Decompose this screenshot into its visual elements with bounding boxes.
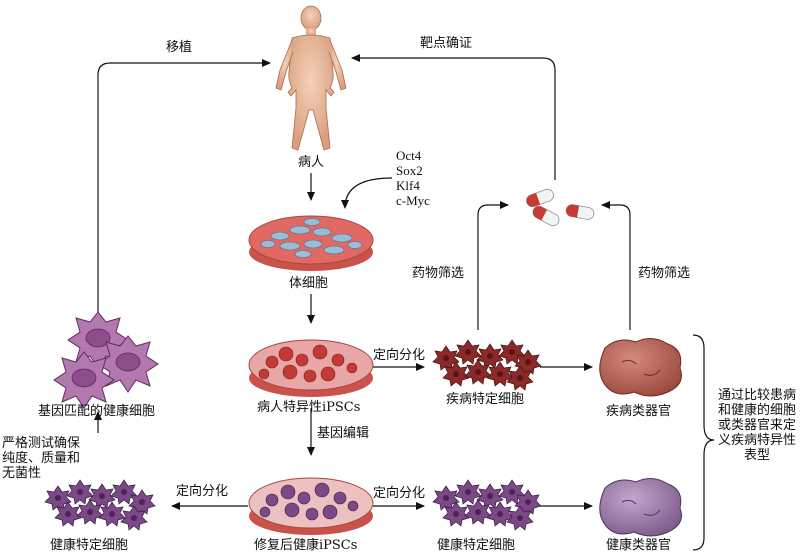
label-directed-diff-top: 定向分化 — [373, 348, 426, 363]
disease-organoid — [599, 338, 682, 397]
factor-sox2: Sox2 — [396, 163, 423, 178]
label-gene-editing: 基因编辑 — [317, 426, 370, 441]
patient-figure — [275, 5, 347, 151]
label-patient-ipscs: 病人特异性iPSCs — [257, 400, 361, 415]
somatic-dish — [248, 215, 374, 271]
arrow-drug-screen-right — [601, 201, 631, 330]
factor-cmyc: c-Myc — [396, 193, 430, 208]
label-disease-organoid: 疾病类器官 — [606, 404, 672, 419]
label-disease-cells: 疾病特定细胞 — [446, 392, 525, 407]
label-drug-screen-left: 药物筛选 — [412, 266, 465, 281]
label-transplant: 移植 — [166, 40, 193, 55]
label-healthy-cells-mid: 健康特定细胞 — [437, 538, 516, 553]
factor-klf4: Klf4 — [396, 178, 420, 193]
arrow-drug-screen-left — [477, 201, 509, 330]
arrow-target-validation — [351, 54, 556, 180]
arrow-factors — [341, 177, 393, 209]
arrow-transplant — [97, 59, 271, 320]
factor-oct4: Oct4 — [396, 148, 422, 163]
comparison-brace — [692, 334, 715, 551]
label-healthy-cells-left: 健康特定细胞 — [50, 538, 129, 553]
label-strict-testing: 严格测试确保 纯度、质量和 无菌性 — [2, 436, 81, 481]
label-matched-cells: 基因匹配的健康细胞 — [38, 404, 156, 419]
ipsc-dish — [248, 339, 374, 397]
label-healthy-organoid: 健康类器官 — [606, 538, 672, 553]
label-drug-screen-right: 药物筛选 — [638, 266, 691, 281]
healthy-cell-cluster-mid — [432, 479, 542, 531]
label-target-validation: 靶点确证 — [420, 36, 473, 51]
repaired-dish — [248, 477, 374, 535]
label-patient: 病人 — [298, 155, 325, 170]
disease-cell-cluster — [432, 339, 542, 391]
drug-pills — [524, 187, 596, 229]
factor-list: Oct4 Sox2 Klf4 c-Myc — [396, 148, 430, 208]
healthy-organoid — [599, 478, 682, 537]
label-repaired-ipscs: 修复后健康iPSCs — [254, 538, 358, 553]
label-directed-diff-bottom-left: 定向分化 — [176, 484, 229, 499]
label-somatic-cells: 体细胞 — [289, 276, 329, 291]
label-comparison-note: 通过比较患病 和健康的细胞 或类器官来定 义疾病特异性 表型 — [718, 388, 797, 463]
matched-healthy-cells — [53, 311, 159, 409]
healthy-cell-cluster-left — [44, 479, 156, 531]
label-directed-diff-bottom-right: 定向分化 — [373, 486, 426, 501]
